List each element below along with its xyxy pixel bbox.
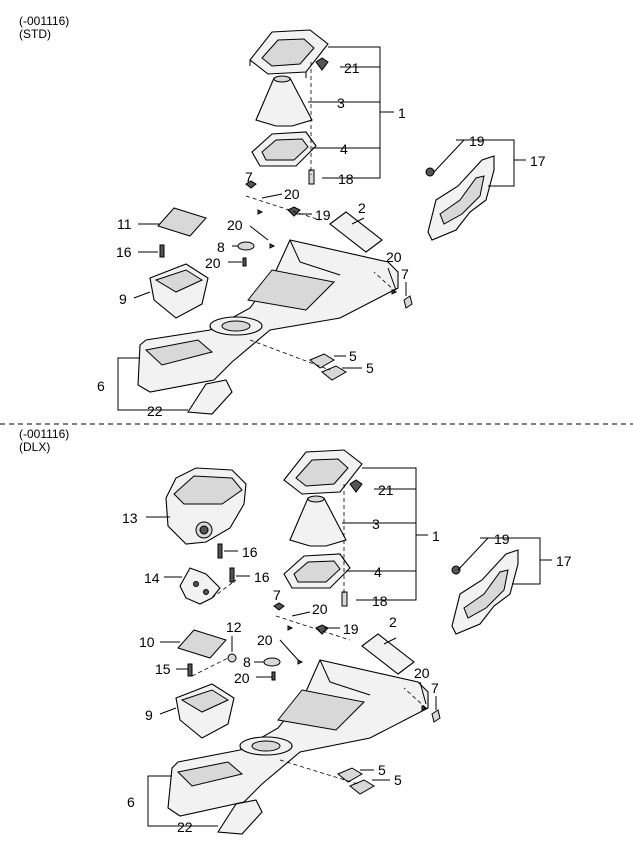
std-section-code: (-001116) [19, 14, 70, 28]
dlx-callout: 1 [432, 528, 440, 544]
dlx-callout: 7 [273, 587, 281, 603]
std-cap [237, 241, 255, 251]
dlx-callout: 8 [243, 654, 251, 670]
dlx-callout: 20 [312, 601, 328, 617]
dlx-callout: 4 [374, 564, 382, 580]
std-boot-ring [251, 131, 317, 167]
std-callout: 20 [386, 249, 402, 265]
dlx-callout: 7 [431, 680, 439, 696]
dlx-callout: 3 [372, 516, 380, 532]
dlx-cover-strip [361, 633, 415, 675]
std-side-panel [425, 155, 495, 241]
std-callout: 3 [337, 95, 345, 111]
std-shift-cover-frame [249, 29, 329, 78]
std-cover-strip [329, 211, 383, 253]
std-console-body [137, 239, 399, 393]
dlx-tray [175, 683, 235, 739]
std-callout: 20 [284, 186, 300, 202]
dlx-hinge-bracket [179, 567, 221, 605]
std-callout: 20 [205, 255, 221, 271]
dlx-callout: 14 [144, 570, 160, 586]
dlx-callout: 20 [414, 665, 430, 681]
std-callout: 5 [366, 360, 374, 376]
dlx-callout: 16 [254, 569, 270, 585]
dlx-callout: 10 [139, 634, 155, 650]
dlx-callout: 19 [343, 621, 359, 637]
std-callout: 8 [217, 239, 225, 255]
dlx-callout: 13 [122, 510, 138, 526]
dlx-section [146, 449, 552, 835]
dlx-callout: 20 [234, 670, 250, 686]
std-tray [149, 263, 209, 319]
dlx-callout: 20 [257, 632, 273, 648]
std-callout: 7 [401, 266, 409, 282]
std-callout: 20 [227, 217, 243, 233]
std-mat [157, 207, 207, 237]
std-end-bracket [187, 379, 233, 415]
dlx-callout: 2 [389, 614, 397, 630]
dlx-callout: 5 [378, 762, 386, 778]
std-callout: 17 [530, 153, 546, 169]
dlx-shift-boot [289, 495, 347, 547]
std-callout: 9 [119, 291, 127, 307]
std-callout: 6 [97, 378, 105, 394]
std-callout: 7 [245, 169, 253, 185]
std-callout: 19 [315, 207, 331, 223]
dlx-callout: 17 [556, 553, 572, 569]
dlx-boot-ring [283, 553, 351, 589]
dlx-callout: 21 [378, 482, 394, 498]
dlx-callout: 12 [226, 619, 242, 635]
std-callout: 4 [340, 141, 348, 157]
std-callout: 5 [349, 348, 357, 364]
dlx-side-panel [451, 549, 519, 635]
dlx-callout: 18 [372, 593, 388, 609]
dlx-callout: 15 [155, 661, 171, 677]
std-callout: 16 [116, 244, 132, 260]
dlx-callout: 19 [494, 531, 510, 547]
std-section [117, 29, 526, 415]
dlx-section-variant: (DLX) [19, 440, 51, 454]
dlx-section-code: (-001116) [19, 427, 70, 441]
dlx-callout: 22 [177, 819, 193, 835]
std-callout: 1 [398, 105, 406, 121]
std-callout: 2 [358, 200, 366, 216]
dlx-mat [177, 629, 227, 659]
dlx-end-bracket [217, 799, 263, 835]
std-callout: 21 [344, 60, 360, 76]
dlx-shift-cover-frame [283, 449, 363, 495]
dlx-callout: 6 [127, 794, 135, 810]
dlx-callout: 9 [145, 707, 153, 723]
dlx-console-body [167, 659, 429, 817]
dlx-armrest [165, 467, 247, 545]
dlx-cap [263, 657, 281, 667]
std-section-variant: (STD) [19, 27, 51, 41]
dlx-callout: 16 [242, 544, 258, 560]
std-callout: 11 [117, 216, 132, 232]
dlx-callout: 5 [394, 772, 402, 788]
std-callout: 22 [147, 403, 163, 419]
std-callout: 18 [338, 171, 354, 187]
std-callout: 19 [469, 133, 485, 149]
std-shift-boot [255, 75, 313, 127]
